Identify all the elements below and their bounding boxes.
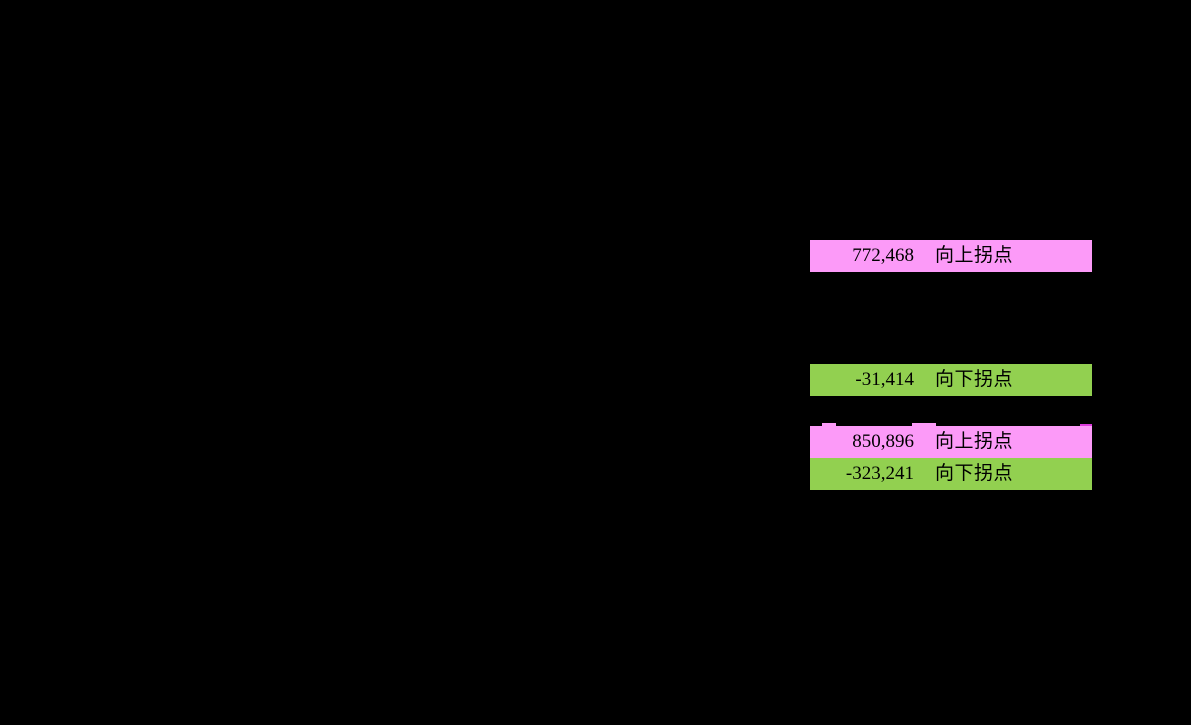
table-row-down-1: -31,414 向下拐点 [810,364,1092,396]
inflection-value: -323,241 [845,463,914,484]
inflection-value: -31,414 [855,369,914,390]
table-row-down-2: -323,241 向下拐点 [810,458,1092,490]
inflection-value: 772,468 [852,245,914,266]
render-artifact [912,423,936,427]
render-artifact [822,423,836,427]
table-row-up-2: 850,896 向上拐点 [810,426,1092,458]
inflection-label: 向下拐点 [935,463,1014,484]
table-row-up-1: 772,468 向上拐点 [810,240,1092,272]
inflection-label: 向上拐点 [935,431,1014,452]
inflection-label: 向下拐点 [935,369,1014,390]
inflection-label: 向上拐点 [935,245,1014,266]
inflection-value: 850,896 [852,431,914,452]
